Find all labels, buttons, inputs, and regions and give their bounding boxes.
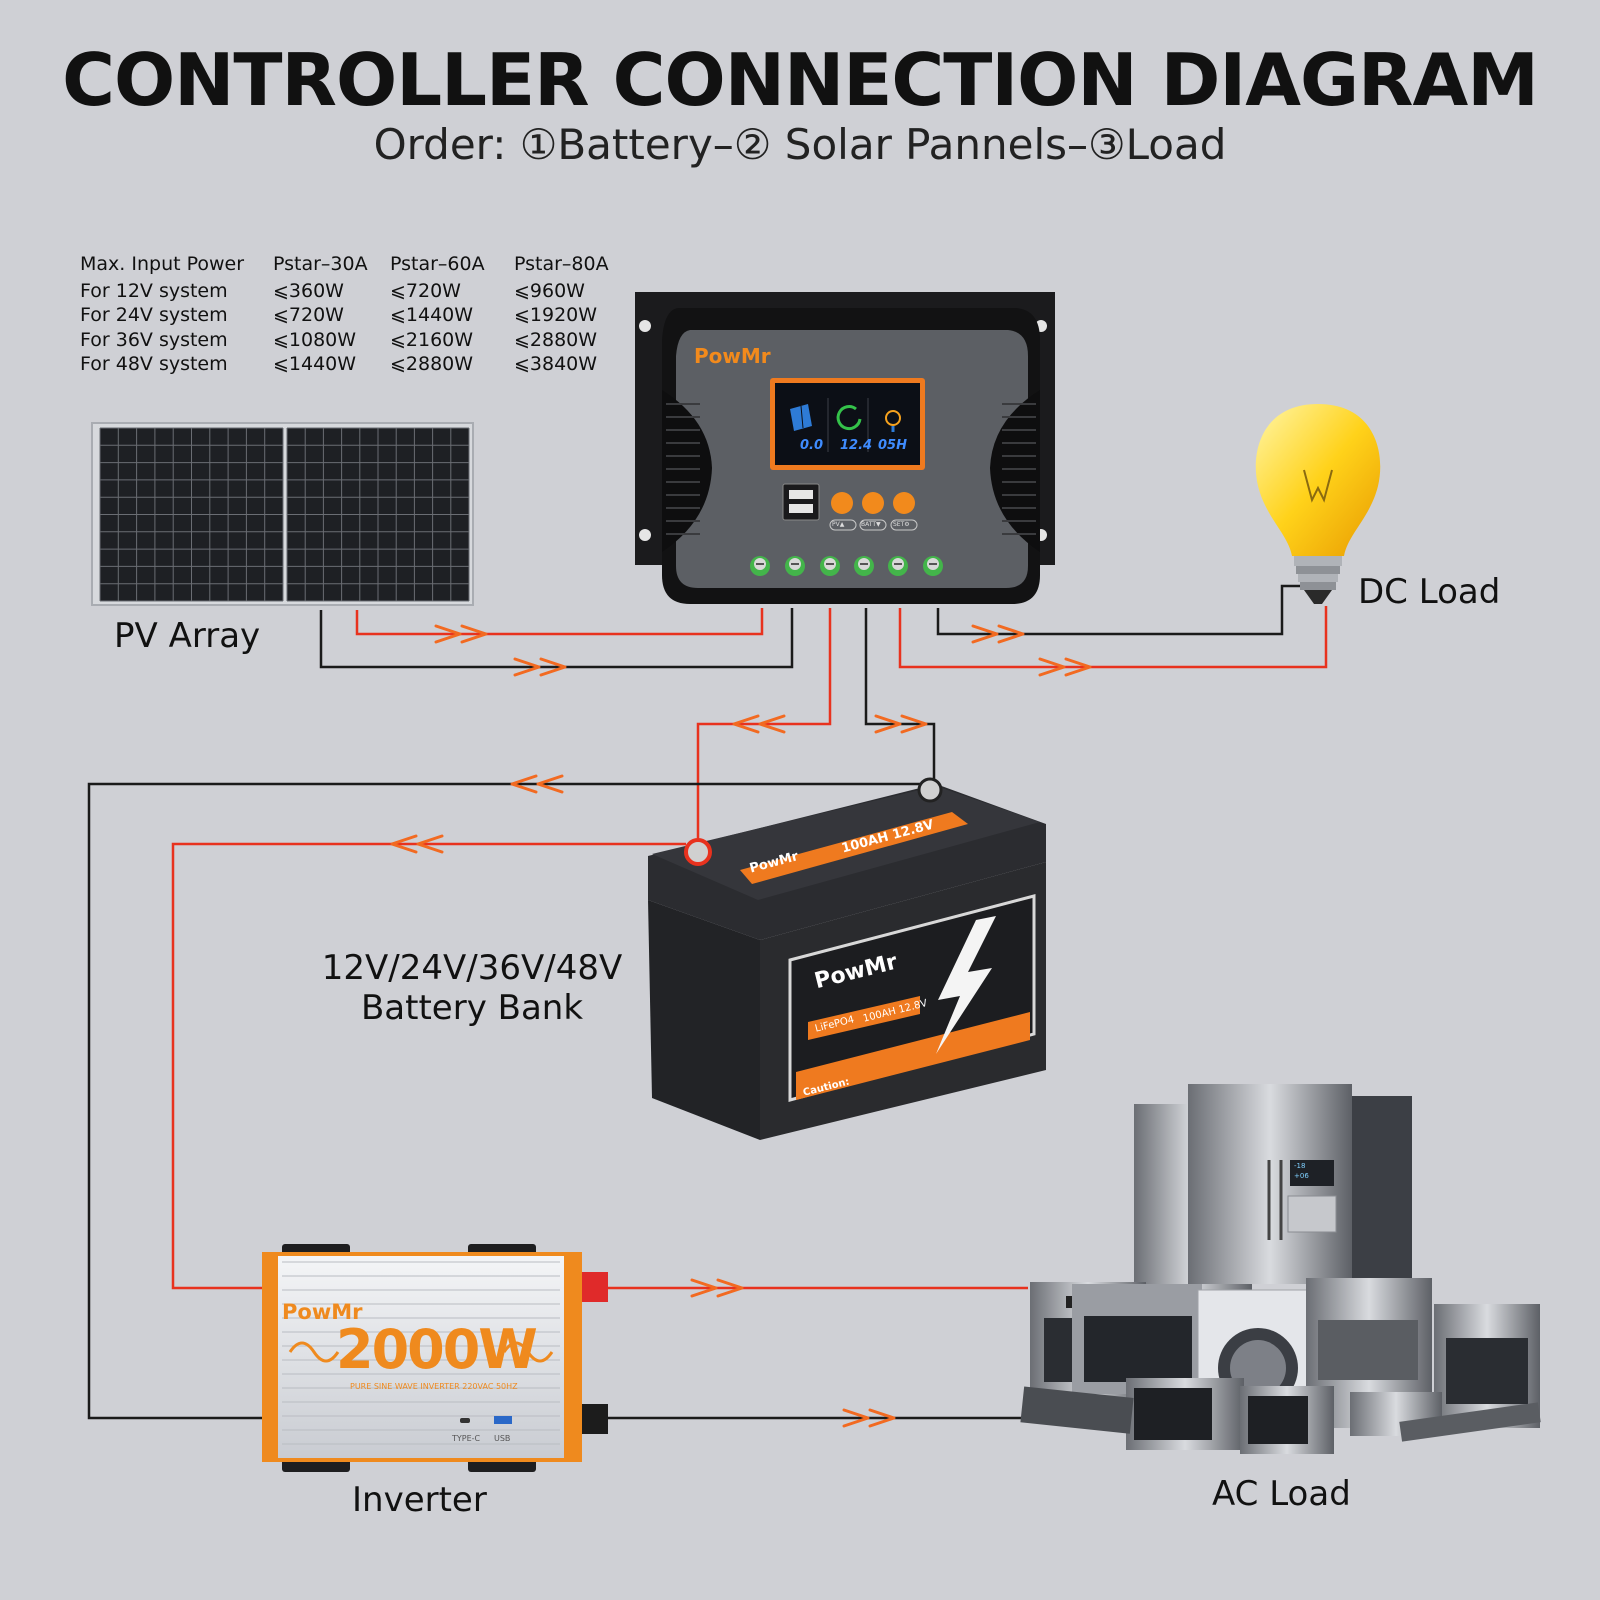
lcd-battery-value: 12.4 bbox=[840, 438, 873, 453]
arrow-left bbox=[390, 834, 444, 854]
controller-brand: PowMr bbox=[694, 344, 771, 368]
battery-icon bbox=[836, 405, 862, 431]
spec-cell: For 12V system bbox=[80, 280, 228, 302]
lamp-icon bbox=[885, 410, 901, 432]
battery-bank bbox=[648, 777, 1046, 1140]
battery-positive-terminal bbox=[684, 838, 712, 866]
arrow-right bbox=[513, 657, 567, 677]
solar-icon bbox=[790, 404, 812, 431]
inverter-unit bbox=[262, 1244, 608, 1472]
spec-cell: ⩽3840W bbox=[514, 353, 598, 375]
lightning-icon bbox=[936, 916, 996, 1054]
ac-load-appliances bbox=[1020, 1084, 1541, 1454]
inverter-label: Inverter bbox=[352, 1480, 487, 1520]
battery-positive-wire bbox=[696, 608, 832, 846]
inverter-power: 2000W bbox=[336, 1318, 538, 1381]
spec-header: Pstar–60A bbox=[390, 253, 485, 275]
dc-load-bulb bbox=[1255, 404, 1381, 604]
pv-button bbox=[831, 492, 853, 514]
pv-negative-wire bbox=[319, 608, 794, 669]
arrow-right bbox=[690, 1278, 744, 1298]
charge-controller bbox=[635, 292, 1055, 604]
arrow-left bbox=[510, 774, 564, 794]
set-button-label: SET⚙ bbox=[893, 521, 910, 528]
spec-cell: For 36V system bbox=[80, 329, 228, 351]
dc-load-negative-wire bbox=[936, 584, 1302, 636]
spec-cell: ⩽720W bbox=[273, 304, 344, 326]
inverter-brand: PowMr bbox=[282, 1300, 363, 1324]
dc-load-label: DC Load bbox=[1358, 572, 1501, 612]
spec-cell: For 48V system bbox=[80, 353, 228, 375]
sine-wave bbox=[288, 1341, 554, 1363]
negative-post bbox=[582, 1404, 608, 1434]
spec-cell: ⩽360W bbox=[273, 280, 344, 302]
page-subtitle: Order: ①Battery–② Solar Pannels–③Load bbox=[373, 120, 1227, 169]
arrow-right bbox=[874, 714, 928, 734]
ac-load-label: AC Load bbox=[1212, 1474, 1351, 1514]
arrow-right bbox=[842, 1408, 896, 1428]
spec-cell: ⩽1080W bbox=[273, 329, 357, 351]
spec-cell: ⩽2160W bbox=[390, 329, 474, 351]
fridge-display-fridge: +06 bbox=[1294, 1172, 1309, 1180]
batt-button-label: BATT▼ bbox=[861, 521, 881, 528]
pv-button-label: PV▲ bbox=[832, 521, 845, 528]
spec-cell: ⩽1440W bbox=[390, 304, 474, 326]
battery-voltage-label: 12V/24V/36V/48V bbox=[321, 948, 623, 988]
spec-header: Pstar–30A bbox=[273, 253, 368, 275]
set-button bbox=[893, 492, 915, 514]
usb-ports bbox=[782, 483, 820, 521]
positive-post bbox=[582, 1272, 608, 1302]
inverter-description: PURE SINE WAVE INVERTER 220VAC 50HZ bbox=[350, 1382, 518, 1391]
inverter-usb-label: USB bbox=[494, 1434, 511, 1443]
lcd-load-value: 05H bbox=[878, 438, 907, 453]
flow-arrows bbox=[390, 624, 1092, 1428]
page-title: CONTROLLER CONNECTION DIAGRAM bbox=[62, 38, 1539, 122]
spec-cell: ⩽2880W bbox=[514, 329, 598, 351]
inverter-typec-label: TYPE-C bbox=[452, 1434, 481, 1443]
spec-cell: ⩽2880W bbox=[390, 353, 474, 375]
arrow-right bbox=[434, 624, 488, 644]
spec-cell: ⩽960W bbox=[514, 280, 585, 302]
battery-negative-terminal bbox=[917, 777, 943, 803]
spec-cell: ⩽1920W bbox=[514, 304, 598, 326]
battery-bank-label: Battery Bank bbox=[360, 988, 584, 1028]
inverter-positive-wire bbox=[171, 842, 686, 1290]
pv-array-panel bbox=[91, 422, 474, 606]
spec-cell: ⩽720W bbox=[390, 280, 461, 302]
arrow-right bbox=[1038, 657, 1092, 677]
spec-cell: For 24V system bbox=[80, 304, 228, 326]
wires bbox=[87, 584, 1328, 1420]
inverter-negative-wire bbox=[87, 782, 926, 1420]
dc-load-positive-wire bbox=[898, 606, 1328, 669]
spec-header: Max. Input Power bbox=[80, 253, 245, 275]
pv-positive-wire bbox=[355, 608, 764, 636]
batt-button bbox=[862, 492, 884, 514]
spec-cell: ⩽1440W bbox=[273, 353, 357, 375]
battery-top-label bbox=[740, 812, 968, 884]
arrow-right bbox=[971, 624, 1025, 644]
fridge-display-freezer: -18 bbox=[1294, 1162, 1306, 1170]
spec-header: Pstar–80A bbox=[514, 253, 609, 275]
lcd-pv-value: 0.0 bbox=[800, 438, 824, 453]
pv-array-label: PV Array bbox=[114, 616, 261, 656]
arrow-left bbox=[732, 714, 786, 734]
